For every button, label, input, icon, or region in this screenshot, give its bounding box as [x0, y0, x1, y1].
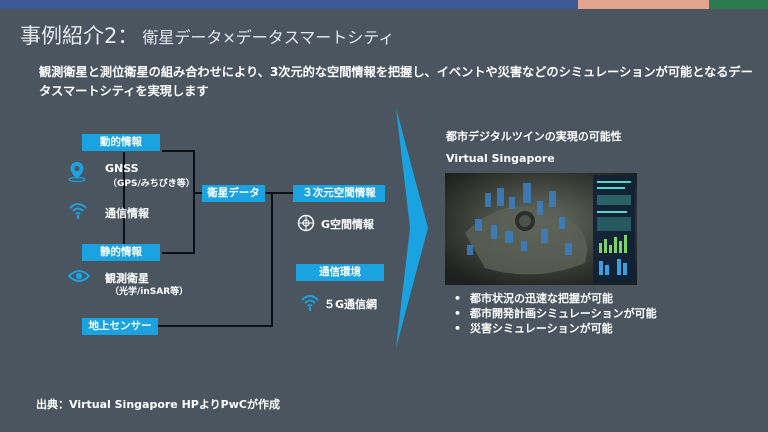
wifi-icon	[300, 292, 320, 316]
static-info-box: 静的情報	[82, 244, 160, 261]
title-sub: 衛星データ×データスマートシティ	[142, 28, 395, 47]
connector-dynamic-vertical	[123, 152, 125, 245]
comm-info-label: 通信情報	[105, 207, 149, 220]
wifi-icon	[68, 200, 88, 224]
list-item: 都市状況の迅速な把握が可能	[454, 291, 657, 306]
page-title: 事例紹介2：衛星データ×データスマートシティ	[20, 20, 394, 50]
connector-ground-vertical	[271, 192, 273, 326]
connector-to-satdata	[193, 192, 203, 194]
map-pin-icon	[66, 160, 88, 186]
top-bar-salmon	[578, 0, 709, 9]
5g-network-label: ５G通信網	[324, 298, 378, 311]
virtual-singapore-image	[445, 173, 637, 285]
connector-static-horizontal	[162, 252, 195, 254]
globe-icon	[297, 214, 315, 236]
gnss-note: （GPS/みちびき等）	[108, 179, 195, 189]
gnss-label: GNSS	[105, 162, 139, 175]
3d-space-info-box: ３次元空間情報	[293, 185, 385, 202]
virtual-singapore-heading: Virtual Singapore	[446, 152, 555, 165]
chevron-right-icon	[396, 108, 428, 352]
digital-twin-heading: 都市デジタルツインの実現の可能性	[446, 130, 622, 143]
lead-text: 観測衛星と測位衛星の組み合わせにより、3次元的な空間情報を把握し、イベントや災害…	[39, 65, 753, 98]
eye-icon	[67, 268, 91, 288]
connector-satdata-to-3d	[265, 192, 293, 194]
comm-env-box: 通信環境	[296, 264, 384, 281]
ground-sensor-box: 地上センサー	[82, 318, 158, 335]
top-bar-green	[709, 0, 768, 9]
obs-sat-note: （光学/inSAR等）	[110, 287, 189, 297]
benefit-list: 都市状況の迅速な把握が可能 都市開発計画シミュレーションが可能 災害シミュレーシ…	[454, 291, 657, 336]
connector-dynamic-horizontal	[162, 150, 195, 152]
list-item: 都市開発計画シミュレーションが可能	[454, 306, 657, 321]
g-space-info-label: G空間情報	[321, 218, 375, 231]
source-note: 出典：Virtual Singapore HPよりPwCが作成	[36, 398, 280, 411]
satellite-data-box: 衛星データ	[202, 185, 265, 202]
top-bar-blue	[0, 0, 578, 9]
connector-ground-horizontal	[158, 325, 273, 327]
obs-sat-label: 観測衛星	[105, 272, 149, 285]
dynamic-info-box: 動的情報	[82, 134, 160, 151]
connector-bracket-vertical	[193, 150, 195, 253]
list-item: 災害シミュレーションが可能	[454, 321, 657, 336]
title-main: 事例紹介2：	[20, 24, 139, 48]
